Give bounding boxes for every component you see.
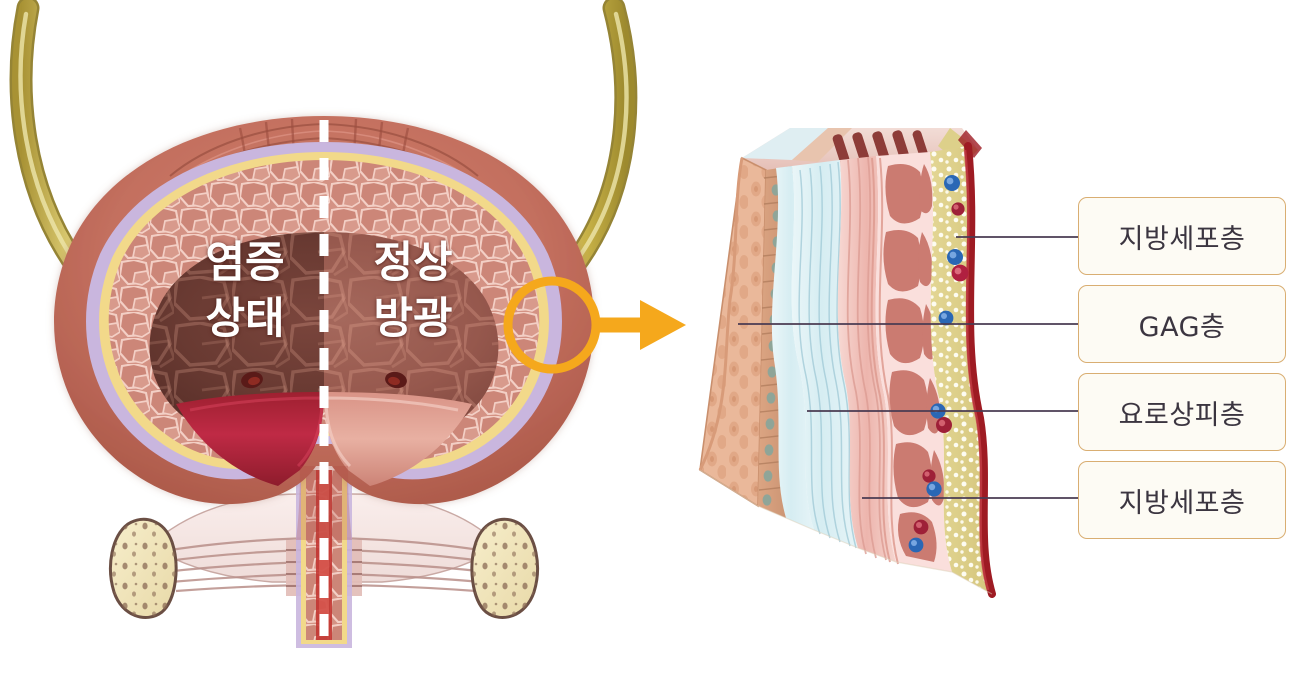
leader-lines [738,236,1078,499]
bladder-label-normal: 정상 방광 [373,238,453,344]
label-text-fat-top: 지방세포층 [1118,223,1246,255]
pelvic-bone-right [470,518,539,619]
label-box-gag[interactable]: GAG층 [1078,285,1286,363]
gag-fibers [798,161,857,549]
label-text-gag: GAG층 [1138,311,1226,343]
label-text-fat-bottom: 지방세포층 [1118,487,1246,519]
label-box-fat-top[interactable]: 지방세포층 [1078,197,1286,275]
pelvic-bone-left [109,518,178,619]
lumen-normal [324,232,499,486]
callout-group[interactable] [503,276,686,374]
lumen-inflamed [149,232,324,486]
label-box-urothelium[interactable]: 요로상피층 [1078,373,1286,451]
bladder-label-inflamed: 염증 상태 [205,238,285,344]
arrow-right-icon [596,300,686,350]
label-text-urothelium: 요로상피층 [1118,399,1246,431]
wall-cross-section [698,128,996,598]
blood-vessels [908,175,969,553]
label-box-fat-bottom[interactable]: 지방세포층 [1078,461,1286,539]
